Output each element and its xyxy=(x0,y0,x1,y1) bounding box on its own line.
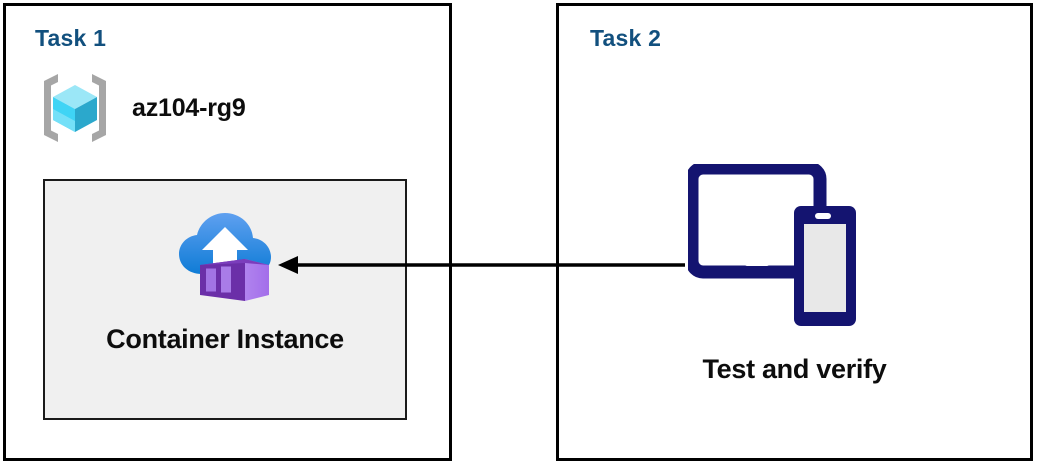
task-1-heading: Task 1 xyxy=(35,25,107,51)
task-1-panel: Task 1 az104-rg9 xyxy=(3,3,452,461)
container-instance-label: Container Instance xyxy=(106,324,344,354)
resource-group-icon xyxy=(36,69,114,147)
container-instance-box: Container Instance xyxy=(43,179,407,420)
devices-icon xyxy=(688,164,878,344)
resource-group-label: az104-rg9 xyxy=(132,93,246,122)
resource-group-row: az104-rg9 xyxy=(36,69,246,147)
devices-label: Test and verify xyxy=(702,354,887,384)
task-2-heading: Task 2 xyxy=(590,25,662,51)
task-2-panel: Task 2 Test and verify xyxy=(556,3,1033,461)
container-instance-icon xyxy=(173,201,277,305)
